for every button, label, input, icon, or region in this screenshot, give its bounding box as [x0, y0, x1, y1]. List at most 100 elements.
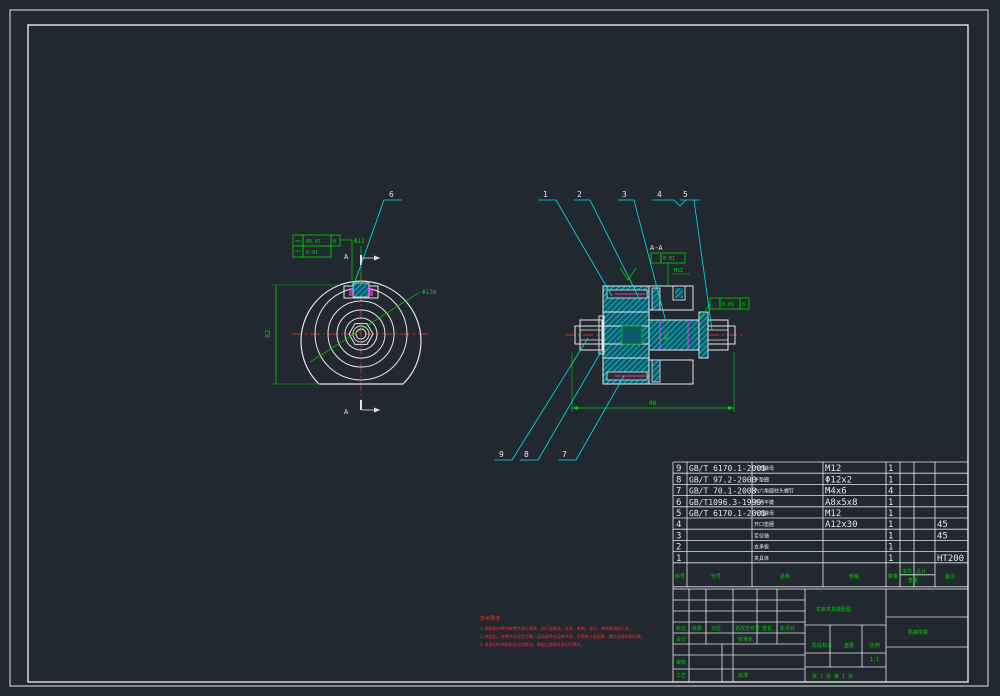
balloon-6: 6 — [351, 190, 402, 291]
notes-line-1: 1.装配前应将所有零件进行清洗，用汽油清洗、铁屑、毛刺、油污、锈蚀等清除干净。 — [480, 625, 633, 631]
svg-text:分区: 分区 — [711, 625, 721, 632]
left-tolerance-frame: Ø0.01 B 0.01 — [292, 234, 353, 284]
svg-text:1:1: 1:1 — [870, 657, 879, 663]
bom-row-no: 5 — [676, 509, 681, 519]
svg-text:B: B — [333, 239, 336, 245]
svg-text:审核: 审核 — [676, 659, 686, 666]
bom-header-no: 序号 — [675, 573, 685, 580]
svg-text:0.01: 0.01 — [306, 250, 318, 256]
dim-left-key: Φ12 — [354, 238, 365, 245]
bom-row-qty: 1 — [888, 531, 893, 541]
bom-row-name: 内六角圆柱头螺钉 — [754, 488, 794, 495]
svg-text:Ø0.01: Ø0.01 — [306, 238, 321, 245]
svg-text:6: 6 — [389, 190, 394, 199]
bom-row-no: 7 — [676, 487, 681, 497]
bom-row-name: 开口垫圈 — [754, 521, 774, 528]
bom-row-code: GB/T 6170.1-2001 — [689, 509, 766, 518]
svg-text:更改文件号: 更改文件号 — [735, 625, 760, 632]
svg-text:重量: 重量 — [844, 642, 854, 649]
svg-text:签名: 签名 — [762, 625, 772, 632]
svg-text:0.01: 0.01 — [722, 302, 734, 308]
svg-text:阶段标记: 阶段标记 — [812, 642, 832, 649]
notes-title: 技术要求 — [480, 615, 500, 622]
bom-header-single: 单件 — [902, 568, 912, 575]
bom-row-spec: Φ12x2 — [825, 475, 852, 485]
bom-row-no: 9 — [676, 464, 681, 474]
balloon-1: 1 — [538, 190, 613, 297]
section-tolerance-side: 0.01 B — [699, 297, 750, 319]
bom-row-spec: A12x30 — [825, 520, 858, 530]
balloon-2: 2 — [574, 190, 641, 301]
bom-row-name: 普通平键 — [754, 499, 774, 506]
section-mark-bottom: A — [344, 408, 349, 416]
bom-row-name: 六角螺母 — [754, 510, 774, 517]
dim-overall-length: 98 — [649, 400, 657, 407]
title-block-text: 车床夹具装配图 机械学院 标记 处数 分区 更改文件号 签名 年月日 设计 标准… — [676, 606, 928, 680]
dim-section-small: Φ12 — [664, 331, 670, 340]
bom-row-name: 定位轴 — [754, 532, 769, 539]
bom-row-name: 平垫圈 — [754, 476, 769, 483]
bom-row-qty: 1 — [888, 543, 893, 553]
svg-text:9: 9 — [499, 450, 504, 459]
svg-text:批准: 批准 — [738, 672, 748, 679]
bom-header-weight: 重量 — [908, 577, 918, 584]
bom-row-name: 夹具体 — [754, 555, 769, 562]
balloon-3: 3 — [618, 190, 667, 323]
svg-text:比例: 比例 — [870, 642, 880, 649]
bom-header-spec: 规格 — [849, 573, 859, 580]
svg-text:4: 4 — [657, 190, 662, 199]
bom-row-qty: 1 — [888, 475, 893, 485]
left-view: 82 Φ138 Φ12 Ø0.01 B 0.01 A A — [264, 234, 437, 416]
dim-section-m12: M12 — [674, 268, 683, 274]
svg-text:车床夹具装配图: 车床夹具装配图 — [816, 606, 851, 613]
bom-row-qty: 1 — [888, 509, 893, 519]
bom-header-code: 代号 — [711, 573, 721, 580]
bom-row-code: GB/T 70.1-2008 — [689, 487, 757, 496]
bom-row-material: HT200 — [937, 554, 964, 564]
svg-text:处数: 处数 — [692, 625, 702, 632]
bom-header-qty: 数量 — [888, 573, 898, 580]
svg-text:机械学院: 机械学院 — [908, 629, 928, 636]
balloon-8: 8 — [520, 349, 603, 461]
bom-row-spec: M12 — [825, 509, 841, 519]
bom-row-no: 8 — [676, 475, 681, 485]
bom-header-mat: 备注 — [945, 573, 955, 580]
svg-text:工艺: 工艺 — [676, 673, 686, 679]
dim-left-height: 82 — [264, 330, 272, 338]
bom-row-material: 45 — [937, 531, 948, 541]
svg-text:0.01: 0.01 — [663, 256, 675, 262]
svg-text:标记: 标记 — [676, 625, 686, 632]
svg-text:设计: 设计 — [676, 636, 686, 643]
bom-row-no: 3 — [676, 531, 681, 541]
section-mark-top: A — [344, 253, 349, 261]
bom-row-material: 45 — [937, 520, 948, 530]
technical-notes: 技术要求 1.装配前应将所有零件进行清洗，用汽油清洗、铁屑、毛刺、油污、锈蚀等清… — [480, 615, 645, 647]
balloon-9: 9 — [494, 337, 589, 461]
svg-text:5: 5 — [683, 190, 688, 199]
svg-text:8: 8 — [524, 450, 529, 459]
bom-row-qty: 1 — [888, 554, 893, 564]
inner-frame — [27, 24, 969, 683]
balloon-4: 4 — [652, 190, 687, 207]
title-block — [672, 588, 969, 683]
bom-row-qty: 1 — [888, 464, 893, 474]
bom-row-name: 六角螺母 — [754, 465, 774, 472]
section-title: A-A — [650, 244, 663, 252]
bom-row-spec: M12 — [825, 464, 841, 474]
svg-text:3: 3 — [622, 190, 627, 199]
bom-row-no: 2 — [676, 543, 681, 553]
bom-row-spec: A8x5x8 — [825, 498, 858, 508]
notes-line-2: 2.装配后，各零件应灵活可靠，运动部件应运转平稳，不得有卡阻现象，螺钉连接牢固可… — [480, 633, 645, 639]
balloon-5: 5 — [680, 190, 713, 331]
svg-text:2: 2 — [577, 190, 582, 199]
bom-row-code: GB/T1096.3-1999 — [689, 498, 761, 507]
section-view: A-A 0.01 M12 0.01 B Φ12 98 — [565, 244, 750, 412]
bom-row-name: 支承板 — [754, 544, 769, 551]
balloon-7: 7 — [558, 375, 625, 461]
bom-row-code: GB/T 97.2-2000 — [689, 475, 757, 484]
dim-left-dia: Φ138 — [422, 289, 437, 296]
bom-row-code: GB/T 6170.1-2001 — [689, 464, 766, 473]
bom-row-no: 4 — [676, 520, 681, 530]
